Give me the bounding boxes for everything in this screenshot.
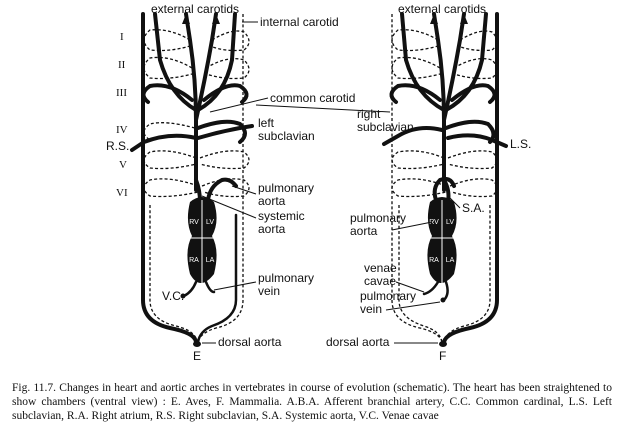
label-pulmonary-vein-2-E: vein [258, 284, 280, 298]
left-arch-1-left [209, 30, 250, 52]
chamber-ra-F: RA [429, 257, 439, 264]
left-arch-4-left [196, 119, 247, 144]
right-arch-1-a [391, 29, 439, 52]
left-dorsal-aorta-inner-dashed [149, 205, 198, 343]
label-ls: L.S. [510, 137, 531, 151]
left-arch-1-right [143, 29, 191, 52]
label-pulmonary-aorta-1-F: pulmonary [350, 211, 406, 225]
right-aorta-end [439, 341, 447, 347]
label-left-subclavian-2: subclavian [258, 129, 315, 143]
label-letter-F: F [439, 349, 446, 363]
label-common-carotid: common carotid [270, 91, 355, 105]
label-external-carotids-E: external carotids [151, 2, 239, 16]
left-pulmonary-vein [204, 280, 216, 294]
label-right-subclavian-1: right [357, 107, 381, 121]
label-venae-cavae-1: venae [364, 261, 397, 275]
right-dorsal-aorta-right-root-dashed [391, 14, 443, 343]
left-arch-3-right [141, 83, 194, 104]
right-arch-5-b [447, 150, 498, 170]
figure-caption: Fig. 11.7. Changes in heart and aortic a… [12, 382, 612, 422]
right-arch-1-b [457, 30, 498, 52]
label-venae-cavae-2: cavae [364, 274, 396, 288]
left-arch-2-left [205, 57, 250, 80]
label-systemic-aorta-1: systemic [258, 209, 305, 223]
label-letter-E: E [193, 349, 201, 363]
right-subclavian-E [130, 133, 198, 152]
right-pulmonary-vein [442, 280, 449, 302]
arch-numeral-3: III [116, 87, 127, 99]
right-dorsal-aorta-left-root [442, 12, 499, 344]
left-venae-cavae [182, 280, 198, 298]
right-arch-6-b [449, 178, 498, 198]
right-diagram: RV LV RA LA external carotids right subc… [255, 2, 531, 363]
label-left-subclavian-1: left [258, 116, 275, 130]
right-arch-3-a [389, 83, 442, 104]
left-arch-4-right-dashed [143, 122, 196, 141]
right-dorsal-aorta-inner-dashed [398, 205, 443, 343]
label-pulmonary-vein-2-F: vein [360, 302, 382, 316]
chamber-lv-E: LV [206, 219, 214, 226]
left-arch-5-left [199, 150, 250, 170]
chamber-la-E: LA [206, 257, 215, 264]
label-pulmonary-vein-1-E: pulmonary [258, 271, 314, 285]
right-pulmonary-aorta [432, 176, 456, 202]
left-dorsal-aorta-left-root-dashed [197, 14, 244, 343]
label-pulmonary-aorta-2-E: aorta [258, 194, 286, 208]
right-arch-6-a [391, 178, 447, 198]
label-pulmonary-aorta-2-F: aorta [350, 224, 378, 238]
label-sa: S.A. [462, 201, 485, 215]
label-dorsal-aorta-E: dorsal aorta [218, 335, 282, 349]
right-arch-5-a [391, 150, 445, 170]
left-subclavian-F [446, 133, 508, 148]
left-aorta-end [193, 341, 201, 347]
label-rs: R.S. [106, 139, 129, 153]
right-arch-2-b [453, 57, 498, 80]
right-heart: RV LV RA LA [426, 197, 458, 284]
left-diagram: RV LV RA LA I II III IV V VI external ca… [106, 2, 355, 363]
arch-numeral-5: V [119, 159, 127, 171]
label-vc: V.C. [162, 289, 184, 303]
right-venae-cavae [422, 280, 440, 296]
chamber-rv-F: RV [429, 219, 439, 226]
label-systemic-aorta-2: aorta [258, 222, 286, 236]
chamber-lv-F: LV [446, 219, 454, 226]
left-arch-6-right [143, 178, 199, 198]
right-ventral-aorta [432, 12, 446, 192]
chamber-rv-E: RV [189, 219, 199, 226]
label-pulmonary-aorta-1-E: pulmonary [258, 181, 314, 195]
right-arch-4-b [444, 119, 496, 144]
right-arch-3-b [450, 83, 497, 104]
label-external-carotids-F: external carotids [398, 2, 486, 16]
arch-numeral-2: II [118, 59, 126, 71]
left-dorsal-aorta-right-root [141, 12, 198, 344]
left-subclavian [196, 124, 254, 140]
arch-numeral-1: I [120, 31, 124, 43]
arch-numeral-6: VI [116, 187, 128, 199]
left-arch-3-left [202, 83, 249, 104]
left-dorsal-aorta-left-root-solid [196, 213, 238, 344]
right-arch-2-a [391, 56, 441, 80]
chamber-la-F: LA [446, 257, 455, 264]
label-pulmonary-vein-1-F: pulmonary [360, 289, 416, 303]
left-arch-5-right [143, 150, 197, 170]
left-heart: RV LV RA LA [186, 197, 218, 284]
label-dorsal-aorta-F: dorsal aorta [326, 335, 390, 349]
left-pulmonary-aorta [206, 177, 238, 202]
right-subclavian-F [382, 126, 444, 146]
arch-numeral-4: IV [116, 124, 128, 136]
label-internal-carotid: internal carotid [260, 15, 339, 29]
left-arch-2-right [143, 56, 193, 80]
chamber-ra-E: RA [189, 257, 199, 264]
label-right-subclavian-2: subclavian [357, 120, 414, 134]
